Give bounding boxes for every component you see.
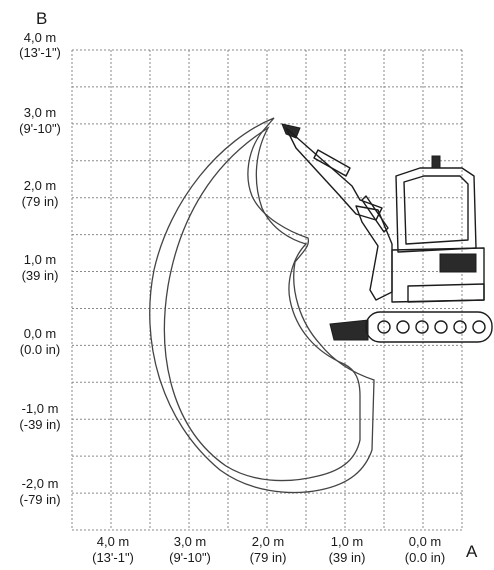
track-roller	[453, 320, 467, 334]
axis-letter-a: A	[466, 542, 478, 561]
track-roller	[415, 320, 429, 334]
y-tick-labels: 4,0 m (13'-1") 3,0 m (9'-10") 2,0 m (79 …	[19, 30, 61, 507]
y-tick-imperial: (13'-1")	[19, 45, 61, 60]
axis-letter-b: B	[36, 9, 47, 28]
excavator-illustration	[281, 123, 493, 343]
arm	[285, 127, 383, 221]
y-tick-metric: 1,0 m	[24, 252, 57, 267]
track-roller	[434, 320, 448, 334]
cab-window	[403, 175, 469, 245]
bucket	[281, 123, 301, 139]
x-tick-imperial: (13'-1")	[92, 550, 134, 565]
y-tick-imperial: (-39 in)	[19, 417, 60, 432]
beacon	[431, 155, 441, 169]
y-tick-metric: 4,0 m	[24, 30, 57, 45]
x-tick-metric: 0,0 m	[409, 534, 442, 549]
grid	[71, 49, 463, 531]
x-tick-labels: 4,0 m (13'-1") 3,0 m (9'-10") 2,0 m (79 …	[92, 534, 445, 565]
x-tick-imperial: (39 in)	[329, 550, 366, 565]
x-tick-metric: 1,0 m	[331, 534, 364, 549]
x-tick-metric: 4,0 m	[97, 534, 130, 549]
track-rollers	[377, 320, 486, 334]
y-tick-metric: 2,0 m	[24, 178, 57, 193]
boom-link	[361, 195, 389, 233]
y-tick-metric: -1,0 m	[22, 401, 59, 416]
y-tick-imperial: (0.0 in)	[20, 342, 60, 357]
track-roller	[377, 320, 391, 334]
x-tick-metric: 2,0 m	[252, 534, 285, 549]
outer-reach-curve	[149, 117, 375, 494]
boom-cylinder	[313, 149, 351, 177]
inner-reach-curve	[163, 126, 361, 482]
seat	[439, 253, 477, 273]
y-tick-imperial: (9'-10")	[19, 121, 61, 136]
y-tick-imperial: (-79 in)	[19, 492, 60, 507]
dozer-blade	[329, 319, 369, 341]
track-roller	[396, 320, 410, 334]
track	[365, 311, 493, 343]
y-tick-imperial: (39 in)	[22, 268, 59, 283]
digging-envelope	[149, 117, 375, 494]
y-tick-imperial: (79 in)	[22, 194, 59, 209]
x-tick-metric: 3,0 m	[174, 534, 207, 549]
track-roller	[472, 320, 486, 334]
x-tick-imperial: (79 in)	[250, 550, 287, 565]
x-tick-imperial: (0.0 in)	[405, 550, 445, 565]
y-tick-metric: -2,0 m	[22, 476, 59, 491]
y-tick-metric: 0,0 m	[24, 326, 57, 341]
cab	[395, 167, 477, 253]
y-tick-metric: 3,0 m	[24, 105, 57, 120]
x-tick-imperial: (9'-10")	[169, 550, 211, 565]
counterweight	[407, 283, 485, 303]
